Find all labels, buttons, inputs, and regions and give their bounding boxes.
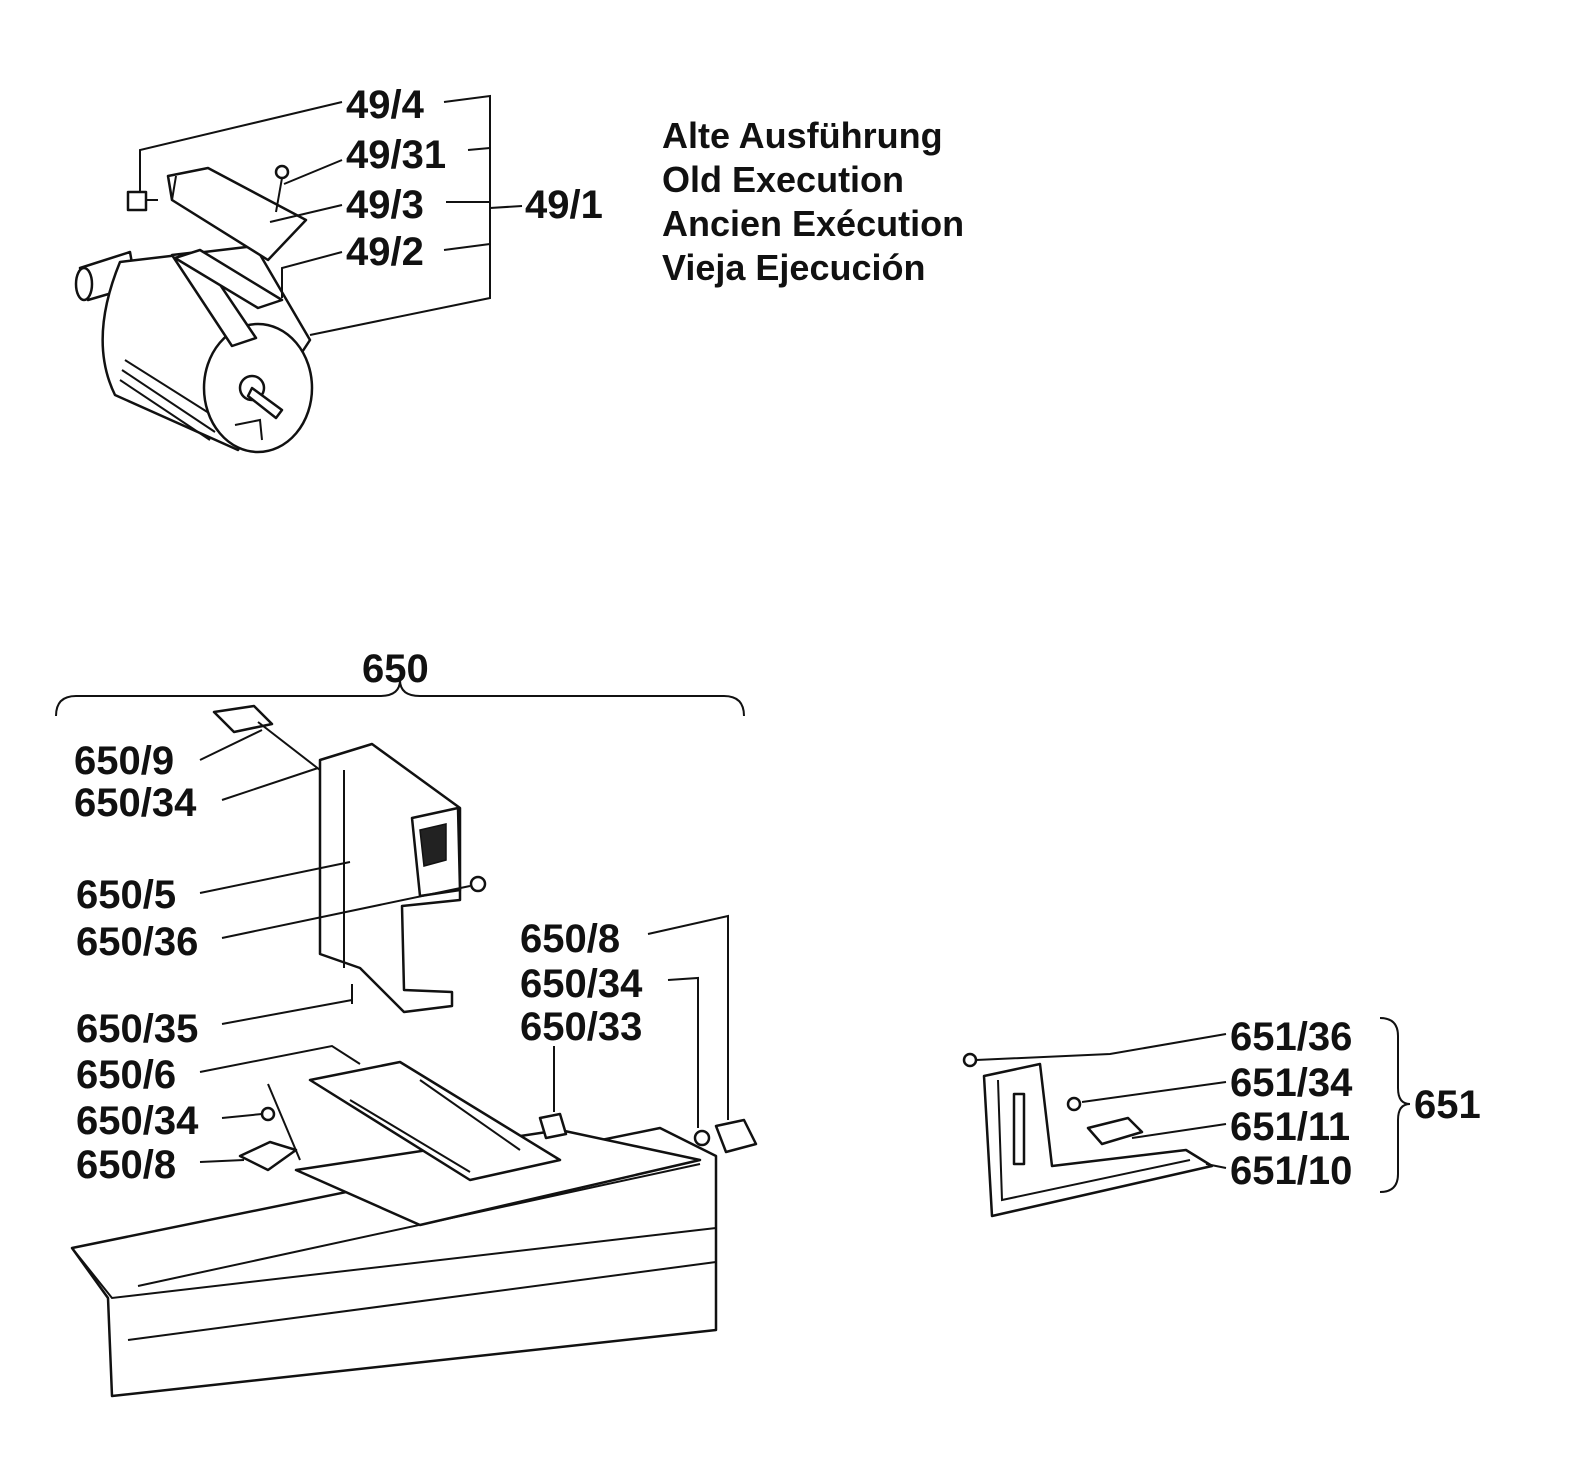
label-49-3: 49/3 [346, 183, 424, 227]
bracket-49-1 [309, 94, 491, 336]
label-650-33: 650/33 [520, 1005, 642, 1049]
washer-650-34-right [693, 1129, 711, 1147]
note-line-es: Vieja Ejecución [662, 247, 925, 288]
label-650-9: 650/9 [74, 739, 174, 783]
label-650-8a: 650/8 [76, 1143, 176, 1187]
fence-rail [308, 1060, 562, 1182]
leader-651-10 [1205, 1163, 1227, 1169]
screw-shank [275, 177, 283, 213]
group-brace-651 [1379, 1017, 1411, 1193]
angle-bracket-slot [1012, 1092, 1026, 1166]
screw-651-36 [962, 1052, 978, 1068]
label-49-1: 49/1 [525, 183, 603, 227]
drum-shade-line [119, 379, 211, 441]
note-line-fr: Ancien Exécution [662, 203, 964, 244]
label-650-34c: 650/34 [520, 962, 643, 1006]
fence-base-line [127, 1261, 717, 1341]
fence-rod [257, 721, 321, 771]
angle-bracket-assembly [962, 1052, 1214, 1218]
fence-body [318, 742, 462, 1014]
group-label-651: 651 [1414, 1083, 1481, 1127]
angle-bracket [982, 1062, 1214, 1218]
label-651-36: 651/36 [1230, 1015, 1352, 1059]
fence-base-side [267, 1083, 301, 1161]
washer-650-36 [469, 875, 487, 893]
leader-651-11 [1131, 1123, 1227, 1139]
fence-knob [212, 704, 274, 734]
tick-49-2 [443, 243, 491, 251]
label-650-6: 650/6 [76, 1053, 176, 1097]
angle-leader-lines [975, 1017, 1411, 1193]
label-650-8b: 650/8 [520, 917, 620, 961]
label-650-35: 650/35 [76, 1007, 198, 1051]
leader-650-36 [221, 885, 471, 939]
fence-leader-lines [199, 729, 729, 1163]
label-49-4: 49/4 [346, 83, 425, 127]
fence-rail-scale [419, 1079, 521, 1151]
cutter-head-assembly [74, 164, 314, 454]
group-brace-650 [55, 679, 745, 717]
angle-bracket-inner [997, 1079, 1191, 1202]
top-leader-lines [139, 94, 523, 336]
note-line-en: Old Execution [662, 159, 904, 200]
leader-49-31 [283, 159, 343, 185]
label-650-34a: 650/34 [74, 781, 197, 825]
drum-shade-line [124, 359, 221, 421]
leader-650-8a [199, 1159, 245, 1163]
leader-650-34b [221, 1113, 263, 1119]
note-line-de: Alte Ausführung [662, 115, 943, 156]
group-label-650: 650 [362, 647, 429, 691]
fence-base-edge [71, 1227, 717, 1300]
label-651-34: 651/34 [1230, 1061, 1353, 1105]
label-49-2: 49/2 [346, 230, 424, 274]
shaft-end [74, 266, 94, 302]
leader-651-34 [1081, 1081, 1227, 1103]
washer-651-34 [1066, 1096, 1082, 1112]
drum-shaft-right [246, 386, 284, 420]
screw-650-33 [538, 1112, 568, 1140]
blade-insert [173, 248, 284, 310]
label-650-34b: 650/34 [76, 1099, 199, 1143]
leader-650-8b [647, 914, 729, 1120]
washer-650-34-left [260, 1106, 276, 1122]
fence-rail-slot [349, 1099, 471, 1173]
label-650-5: 650/5 [76, 873, 176, 917]
leader-650-34a [221, 767, 319, 801]
wing-knob-left [238, 1140, 298, 1172]
leader-650-6 [199, 1044, 361, 1073]
label-651-11: 651/11 [1230, 1105, 1350, 1149]
drum-shade-line [121, 369, 216, 433]
wing-knob-651-11 [1086, 1116, 1144, 1146]
small-bolt [126, 190, 148, 212]
tick-49-1 [489, 205, 523, 209]
leader-650-5 [199, 861, 351, 894]
label-49-31: 49/31 [346, 133, 446, 177]
blade-bar-edge [171, 175, 177, 201]
leader-49-3 [269, 204, 343, 223]
fence-body-clamp [419, 823, 447, 867]
tick-49-31 [467, 147, 491, 151]
leader-651-36 [975, 1033, 1227, 1061]
leader-49-4 [139, 101, 343, 192]
label-650-36: 650/36 [76, 920, 198, 964]
leader-650-35 [221, 999, 353, 1025]
label-651-10: 651/10 [1230, 1149, 1352, 1193]
wing-knob-right [714, 1118, 758, 1154]
fence-assembly [70, 704, 758, 1398]
leader-49-2 [281, 251, 343, 298]
leader-650-9 [199, 729, 263, 761]
old-execution-note: Alte Ausführung Old Execution Ancien Exé… [662, 115, 964, 288]
leader-650-34c [667, 976, 699, 1128]
screw-head [274, 164, 290, 180]
blade-bar [166, 166, 308, 262]
drum-notch [234, 418, 263, 441]
